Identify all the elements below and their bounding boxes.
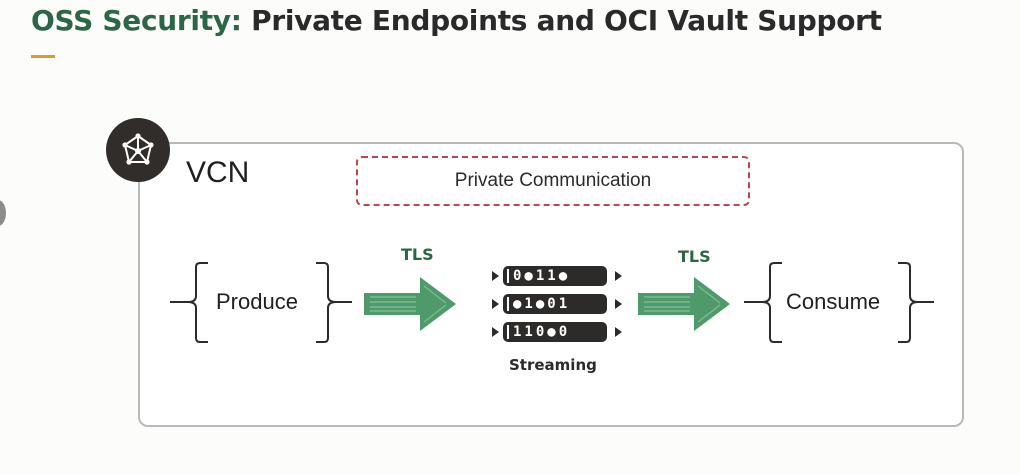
title-accent: OSS Security: [31, 4, 242, 37]
slide-edge-handle[interactable] [0, 200, 6, 226]
network-mesh-icon [106, 118, 170, 182]
consume-label: Consume [786, 289, 881, 314]
stream-row: ●1●01 [492, 294, 622, 314]
stream-row-data: 110●0 [503, 322, 607, 342]
produce-left-brace [187, 262, 208, 343]
page-title: OSS Security: Private Endpoints and OCI … [31, 4, 882, 37]
produce-label: Produce [216, 289, 298, 314]
stream-row: 0●11● [492, 266, 622, 286]
consume-right-brace [898, 262, 919, 343]
stream-in-arrow-icon [492, 327, 499, 337]
stream-out-arrow-icon [615, 299, 622, 309]
stream-row: 110●0 [492, 322, 622, 342]
stream-row-data: 0●11● [503, 266, 607, 286]
tls-label-right: TLS [678, 247, 711, 266]
consume-arrow-icon [638, 277, 730, 331]
vcn-label: VCN [186, 156, 250, 189]
private-communication-label: Private Communication [454, 170, 652, 191]
stream-row-data: ●1●01 [503, 294, 607, 314]
stream-out-arrow-icon [615, 271, 622, 281]
title-rest: Private Endpoints and OCI Vault Support [251, 4, 882, 37]
private-communication-box: Private Communication [356, 156, 750, 206]
stream-out-arrow-icon [615, 327, 622, 337]
produce-right-brace [316, 262, 337, 343]
tls-label-left: TLS [401, 245, 434, 264]
consume-left-brace [761, 262, 782, 343]
stream-in-arrow-icon [492, 271, 499, 281]
produce-arrow-icon [364, 277, 456, 331]
stream-in-arrow-icon [492, 299, 499, 309]
title-underline [31, 55, 55, 58]
streaming-label: Streaming [509, 356, 597, 374]
